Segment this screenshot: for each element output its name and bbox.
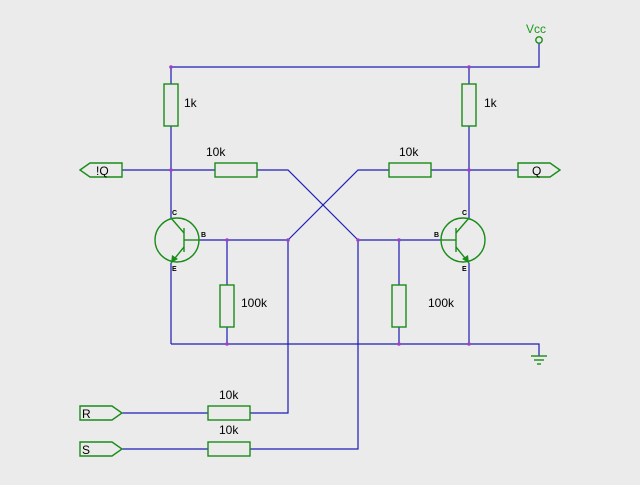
resistor-right-cross [388,162,432,178]
resistor-right-base [391,284,407,328]
right-pin-e: E [462,266,467,273]
resistor-left-cross [214,162,258,178]
vcc-rail-wire [171,43,540,68]
label-left-cross: 10k [206,145,226,159]
vcc-terminal-circle [535,36,543,44]
port-s[interactable]: S [79,441,124,457]
node-gnd-right-base [397,342,401,346]
node-vcc-right [467,65,471,69]
right-pin-b: B [434,232,439,239]
label-right-base: 100k [428,296,455,310]
resistor-input-r [207,405,251,421]
port-q-bar-label: !Q [96,164,109,178]
resistors [163,83,477,457]
label-input-s: 10k [219,423,239,437]
transistor-right-collector-lead [455,217,470,234]
port-r-shape [79,405,124,421]
transistor-left-collector-lead [170,217,185,234]
node-right-cross [356,238,360,242]
node-left-base [225,238,229,242]
right-pin-c: C [462,210,467,217]
resistor-left-collector [163,83,179,127]
port-s-shape [79,441,124,457]
port-q-shape [517,162,562,178]
transistor-right: C B E [434,210,486,273]
node-gnd-left-base [225,342,229,346]
port-q[interactable]: Q [517,162,562,178]
ground-rail-wire [171,343,540,356]
node-q-bar [169,168,173,172]
port-q-bar[interactable]: !Q [78,162,123,178]
left-cross-feed-wire [257,169,359,241]
s-to-right-base-wire [250,240,359,450]
left-pin-b: B [201,232,206,239]
port-q-label: Q [532,164,541,178]
r-to-left-base-wire [250,240,289,414]
port-s-label: S [82,443,90,457]
transistor-left-emitter-arrow [171,255,178,263]
wires [122,43,540,450]
resistor-labels: 1k 1k 10k 10k 100k 100k 10k 10k [184,96,498,437]
ground-symbol [531,355,547,365]
label-left-base: 100k [241,296,268,310]
transistor-left: C B E [154,210,206,273]
label-input-r: 10k [219,388,239,402]
node-right-base [397,238,401,242]
resistor-input-s [207,441,251,457]
right-cross-feed-wire [287,169,389,241]
node-vcc-left [169,65,173,69]
port-q-bar-shape [78,162,123,178]
left-pin-c: C [172,210,177,217]
left-pin-e: E [172,266,177,273]
node-q [467,168,471,172]
port-r[interactable]: R [79,405,124,421]
junction-nodes [169,65,471,346]
vcc-label: Vcc [526,22,546,36]
node-gnd-right-emitter [467,342,471,346]
label-right-cross: 10k [399,145,419,159]
resistor-right-collector [461,83,477,127]
resistor-left-base [219,284,235,328]
vcc-terminal: Vcc [526,22,546,44]
transistor-right-emitter-arrow [462,255,469,263]
label-left-collector: 1k [184,96,198,110]
node-left-cross [286,238,290,242]
label-right-collector: 1k [484,96,498,110]
port-r-label: R [82,407,91,421]
